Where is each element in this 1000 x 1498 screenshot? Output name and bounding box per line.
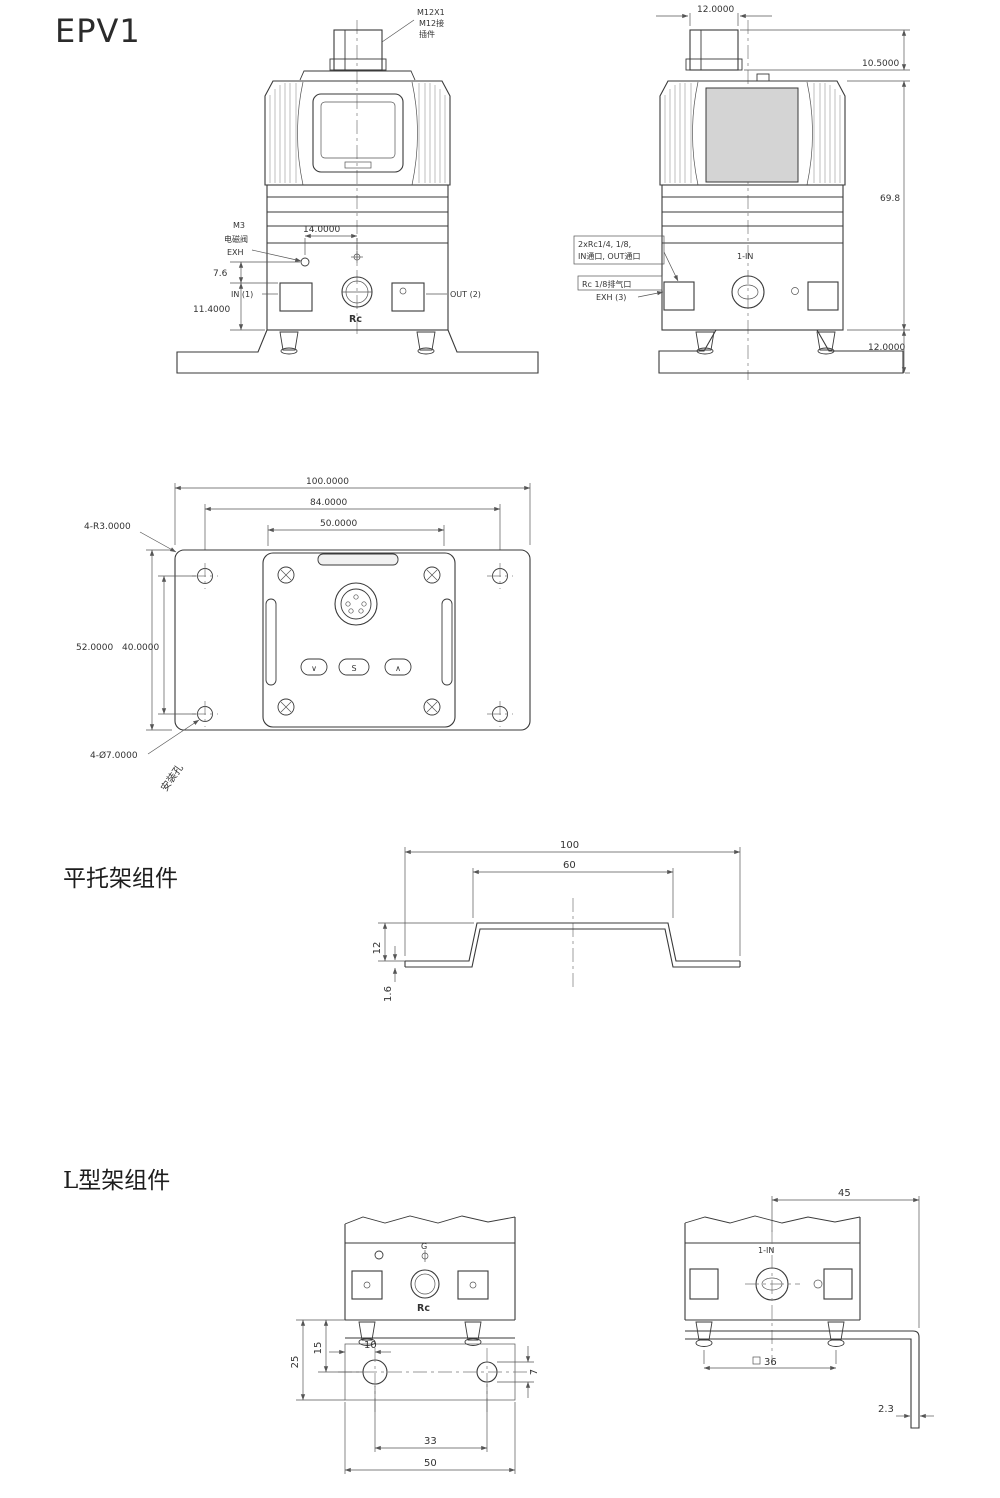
exh-port-label: EXH (3): [596, 293, 626, 302]
dim-14: 14.0000: [303, 225, 340, 235]
device-screws: [277, 566, 441, 716]
lb-dim-10: 10: [364, 1340, 377, 1351]
dim-top-10-5: 10.5000: [862, 59, 899, 69]
lb-dim-2-3: 2.3: [878, 1404, 894, 1415]
page-title: EPV1: [55, 12, 141, 50]
rc-label: Rc: [349, 314, 362, 325]
valve-body: [266, 184, 449, 331]
m12-connector-top: [334, 582, 378, 626]
rc-label-l: Rc: [417, 1303, 430, 1314]
front-view: M12X1 M12接 插件: [176, 8, 539, 374]
fb-dim-1-6: 1.6: [383, 986, 394, 1002]
flat-bracket-view: 平托架组件 100 60 12 1.6: [63, 840, 741, 1002]
flat-bracket-title: 平托架组件: [63, 866, 178, 892]
m12-connector-side: [689, 29, 739, 71]
l-bracket-front: G Rc 25 15 10: [290, 1215, 540, 1474]
exh-note: Rc 1/8排气口: [582, 279, 631, 289]
dim-11-4: 11.4000: [193, 305, 230, 315]
lb-dim-50: 50: [424, 1458, 437, 1469]
dim-height-69-8: 69.8: [880, 194, 900, 204]
lb-dim-36: 36: [764, 1357, 777, 1368]
bracket-profile-inner: [405, 928, 740, 968]
dim-bracket-12: 12.0000: [868, 343, 905, 353]
lb-dim-25: 25: [290, 1356, 301, 1369]
l-bracket-title: L型架组件: [63, 1168, 170, 1194]
out-port-label: OUT (2): [450, 290, 481, 299]
fb-dim-60: 60: [563, 860, 576, 871]
ports-note-line2: IN通口, OUT通口: [578, 251, 640, 261]
l-bracket-view: L型架组件 G Rc: [63, 1168, 934, 1474]
side-view: 12.0000 1-IN 2xRc1/4, 1/8, IN通口, OUT通口: [573, 5, 910, 380]
display-window: [312, 93, 404, 173]
dim-40: 40.0000: [122, 643, 159, 653]
fb-dim-12: 12: [372, 942, 383, 955]
hole-label: 安装孔: [158, 762, 186, 794]
m3-note-line1: M3: [233, 221, 245, 230]
down-button: [300, 658, 328, 676]
out-port: [391, 282, 425, 312]
corner-radius-note: 4-R3.0000: [84, 522, 131, 532]
rear-panel: [705, 87, 799, 183]
m12-connector: [333, 29, 383, 71]
g-label: G: [421, 1242, 427, 1251]
hole-note: 4-Ø7.0000: [90, 750, 138, 761]
connector-note-line2: M12接: [419, 18, 444, 28]
connector-note-line3: 插件: [419, 29, 435, 39]
bracket-side: [658, 329, 904, 374]
l-bracket-side: 45 1-IN 36 2.3: [684, 1188, 934, 1429]
lb-dim-33: 33: [424, 1436, 437, 1447]
down-button-glyph: ∨: [311, 664, 317, 673]
dim-50: 50.0000: [320, 519, 357, 529]
m3-note-line3: EXH: [227, 248, 244, 257]
dim-52: 52.0000: [76, 643, 113, 653]
square-symbol: [752, 1356, 761, 1365]
lb-in-label: 1-IN: [758, 1246, 774, 1255]
bracket-profile-outer: [405, 922, 740, 962]
valve-head: [264, 80, 451, 186]
lb-dim-15: 15: [313, 1342, 324, 1355]
set-button: [338, 658, 370, 676]
connector-note-line1: M12X1: [417, 8, 445, 17]
valve-head-side: [659, 80, 846, 186]
mounting-plate: [174, 549, 531, 731]
dim-7-6: 7.6: [213, 269, 228, 279]
fb-dim-100: 100: [560, 840, 579, 851]
m3-screw: [300, 257, 310, 267]
dim-84: 84.0000: [310, 498, 347, 508]
in-port-side: [731, 275, 765, 309]
in-label-side: 1-IN: [737, 252, 753, 261]
front-buttons: ∨ S ∧: [300, 658, 412, 676]
dim-100: 100.0000: [306, 477, 349, 487]
ports-note-line1: 2xRc1/4, 1/8,: [578, 240, 631, 249]
lb-dim-45: 45: [838, 1188, 851, 1199]
up-button-glyph: ∧: [395, 664, 401, 673]
in-port: [279, 282, 313, 312]
valve-body-side: [661, 184, 844, 331]
lb-dim-7: 7: [529, 1369, 540, 1375]
up-button: [384, 658, 412, 676]
plate-holes: [192, 563, 513, 727]
l-plate: [685, 1330, 920, 1429]
set-button-glyph: S: [351, 664, 356, 673]
device-top: [262, 552, 456, 728]
bracket-front: [176, 329, 539, 374]
dim-conn-width: 12.0000: [697, 5, 734, 15]
m3-note-line2: 电磁阀: [224, 234, 248, 244]
in-port-label: IN (1): [231, 290, 253, 299]
top-view: 100.0000 84.0000 50.0000 4-R3.0000: [76, 477, 531, 794]
